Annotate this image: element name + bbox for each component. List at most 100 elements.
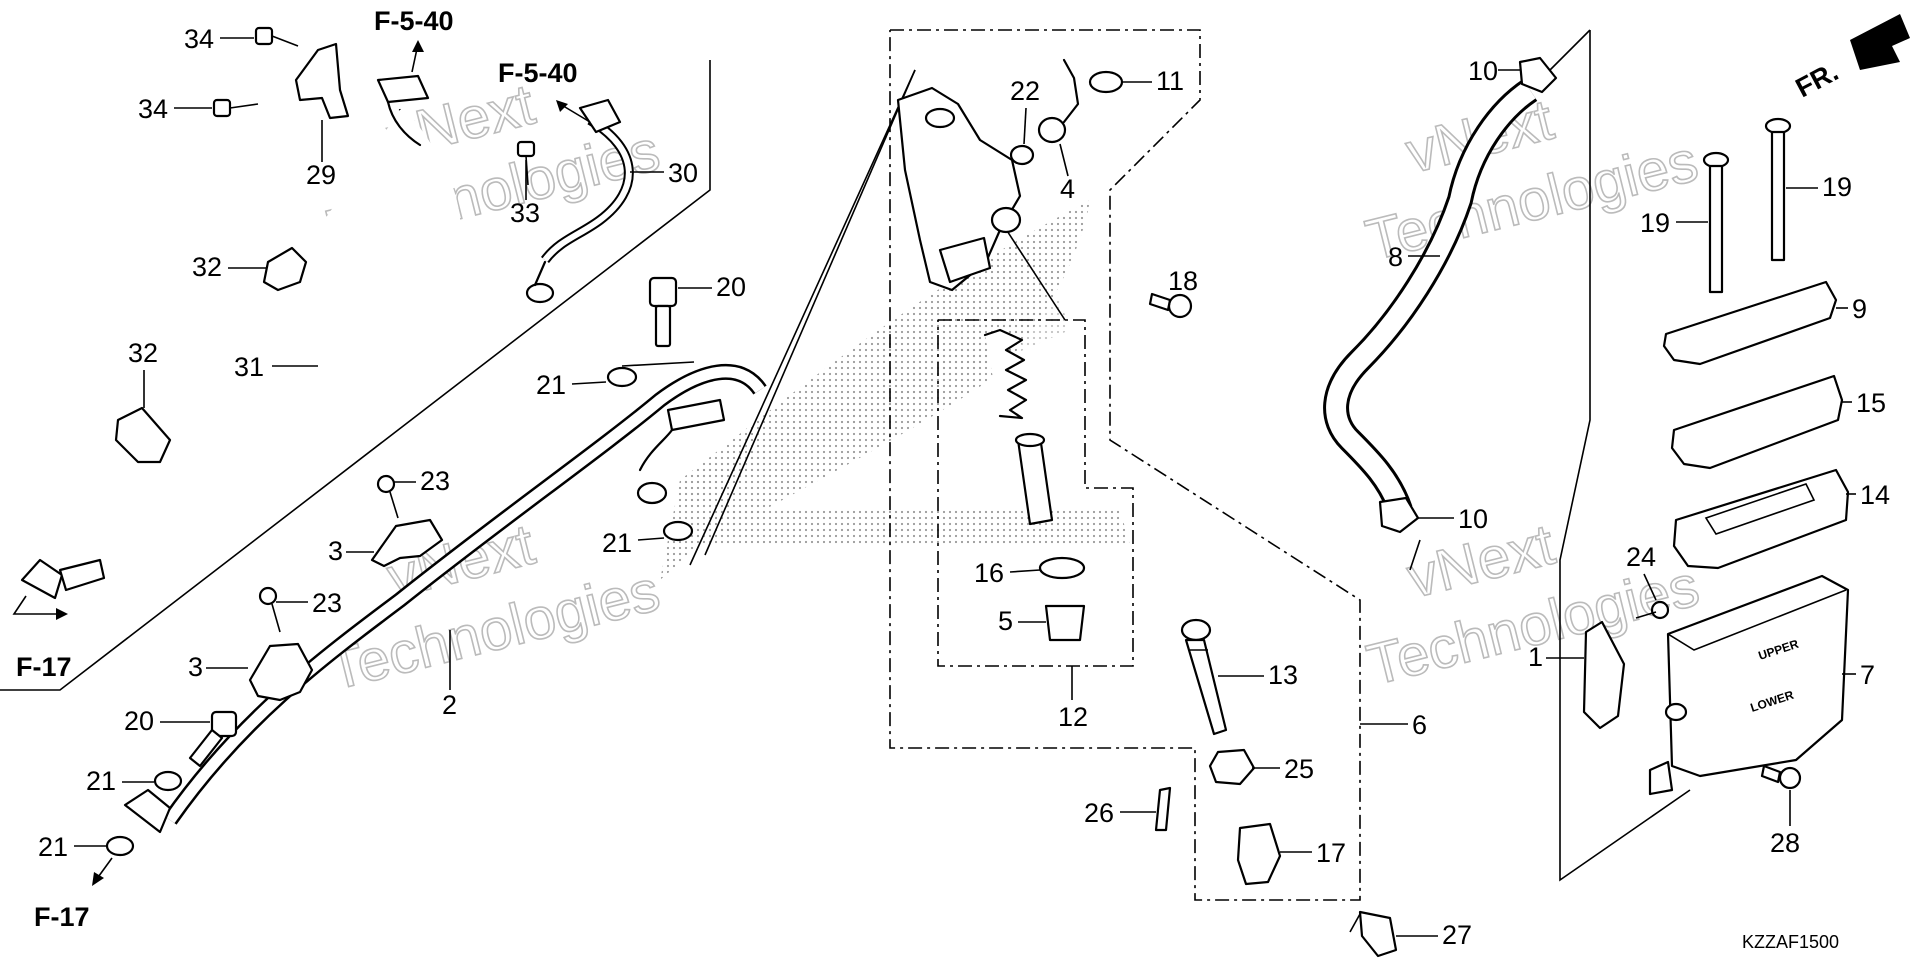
- joint-4: [1037, 58, 1080, 144]
- svg-text:34: 34: [184, 24, 214, 54]
- clamp-3-lower: [248, 642, 314, 702]
- svg-text:32: 32: [128, 338, 158, 368]
- callout-3a: 3: [328, 536, 374, 566]
- callout-3b: 3: [188, 652, 248, 682]
- piston: [1014, 432, 1054, 526]
- svg-text:31: 31: [234, 352, 264, 382]
- svg-text:18: 18: [1168, 266, 1198, 296]
- svg-text:30: 30: [668, 158, 698, 188]
- svg-text:F-5-40: F-5-40: [498, 58, 578, 88]
- washer-21-d: [105, 835, 135, 857]
- svg-text:29: 29: [306, 160, 336, 190]
- callout-19b: 19: [1786, 172, 1852, 202]
- callout-14: 14: [1846, 480, 1890, 510]
- reference-top-mid: F-5-40: [498, 58, 591, 123]
- callout-34a: 34: [184, 24, 254, 54]
- svg-text:11: 11: [1156, 66, 1184, 96]
- callout-23a: 23: [394, 466, 450, 496]
- svg-text:3: 3: [188, 652, 203, 682]
- callout-11: 11: [1122, 66, 1184, 96]
- master-cylinder-body: [896, 86, 1022, 292]
- svg-text:19: 19: [1822, 172, 1852, 202]
- svg-text:24: 24: [1626, 542, 1656, 572]
- reference-bottom-left-2: F-17: [34, 857, 113, 932]
- clip-10-upper: [1518, 56, 1558, 94]
- callout-21d: 21: [38, 832, 106, 862]
- callout-4: 4: [1059, 143, 1075, 204]
- reservoir-hose-8: [1323, 79, 1538, 515]
- svg-text:23: 23: [312, 588, 342, 618]
- svg-text:20: 20: [124, 706, 154, 736]
- callout-27: 27: [1396, 920, 1472, 950]
- callout-26: 26: [1084, 798, 1156, 828]
- svg-text:F-17: F-17: [16, 652, 72, 682]
- spring: [983, 328, 1028, 420]
- svg-text:3: 3: [328, 536, 343, 566]
- svg-text:F-5-40: F-5-40: [374, 6, 454, 36]
- callout-31: 31: [234, 352, 318, 382]
- bolt-18: [1148, 292, 1193, 319]
- svg-text:6: 6: [1412, 710, 1427, 740]
- callout-24: 24: [1626, 542, 1657, 601]
- bolt-34-upper: [254, 26, 299, 47]
- reference-top-left: F-5-40: [374, 6, 454, 73]
- plate-15: [1670, 374, 1844, 470]
- svg-text:21: 21: [86, 766, 116, 796]
- callout-15: 15: [1842, 388, 1886, 418]
- diagram-code: KZZAF1500: [1742, 932, 1839, 952]
- hose-group-boundary: [0, 60, 711, 691]
- callout-10b: 10: [1418, 504, 1488, 534]
- svg-text:26: 26: [1084, 798, 1114, 828]
- pin-27: [1349, 910, 1398, 958]
- callout-20b: 20: [124, 706, 210, 736]
- callout-10a: 10: [1468, 56, 1520, 86]
- reference-bottom-left-1: F-17: [12, 595, 72, 682]
- piston-kit-boundary: [937, 319, 1134, 667]
- reservoir-boundary: [1559, 30, 1691, 882]
- svg-text:13: 13: [1268, 660, 1298, 690]
- brake-hose-2: [123, 363, 767, 834]
- pin-26: [1154, 786, 1172, 832]
- bolt-24: [1635, 600, 1670, 620]
- callout-23b: 23: [276, 588, 342, 618]
- svg-text:15: 15: [1856, 388, 1886, 418]
- watermark-bottom-left: vNext Technologies: [321, 511, 667, 704]
- callout-7: 7: [1842, 660, 1875, 690]
- bolt-34-lower: [212, 98, 259, 118]
- callout-19a: 19: [1640, 208, 1708, 238]
- svg-text:34: 34: [138, 94, 168, 124]
- svg-text:5: 5: [998, 606, 1013, 636]
- svg-text:1: 1: [1528, 642, 1543, 672]
- bolt-28: [1760, 764, 1802, 790]
- svg-text:23: 23: [420, 466, 450, 496]
- washer-21-a: [606, 366, 638, 388]
- washer-21-c: [153, 770, 183, 792]
- callout-16: 16: [974, 558, 1041, 588]
- bracket-29: [294, 42, 350, 120]
- svg-text:21: 21: [38, 832, 68, 862]
- svg-text:9: 9: [1852, 294, 1867, 324]
- svg-text:32: 32: [192, 252, 222, 282]
- master-cylinder-boundary: [889, 29, 1361, 901]
- callout-13: 13: [1218, 660, 1298, 690]
- svg-text:16: 16: [974, 558, 1004, 588]
- svg-text:19: 19: [1640, 208, 1670, 238]
- clip-11: [1088, 70, 1124, 94]
- callout-29: 29: [306, 120, 336, 190]
- bolt-23-upper: [376, 474, 399, 519]
- brake-hose-31: [20, 74, 461, 600]
- svg-text:4: 4: [1060, 174, 1075, 204]
- callout-8: 8: [1388, 242, 1440, 272]
- bolt-19-left: [1702, 151, 1730, 294]
- svg-text:20: 20: [716, 272, 746, 302]
- clamp-32-lower: [114, 406, 172, 464]
- callout-34b: 34: [138, 94, 212, 124]
- svg-text:27: 27: [1442, 920, 1472, 950]
- seal-16: [1038, 556, 1086, 580]
- clamp-3-upper: [370, 518, 444, 568]
- svg-text:8: 8: [1388, 242, 1403, 272]
- callout-5: 5: [998, 606, 1046, 636]
- nut-25: [1208, 748, 1256, 786]
- callout-6: 6: [1360, 710, 1427, 740]
